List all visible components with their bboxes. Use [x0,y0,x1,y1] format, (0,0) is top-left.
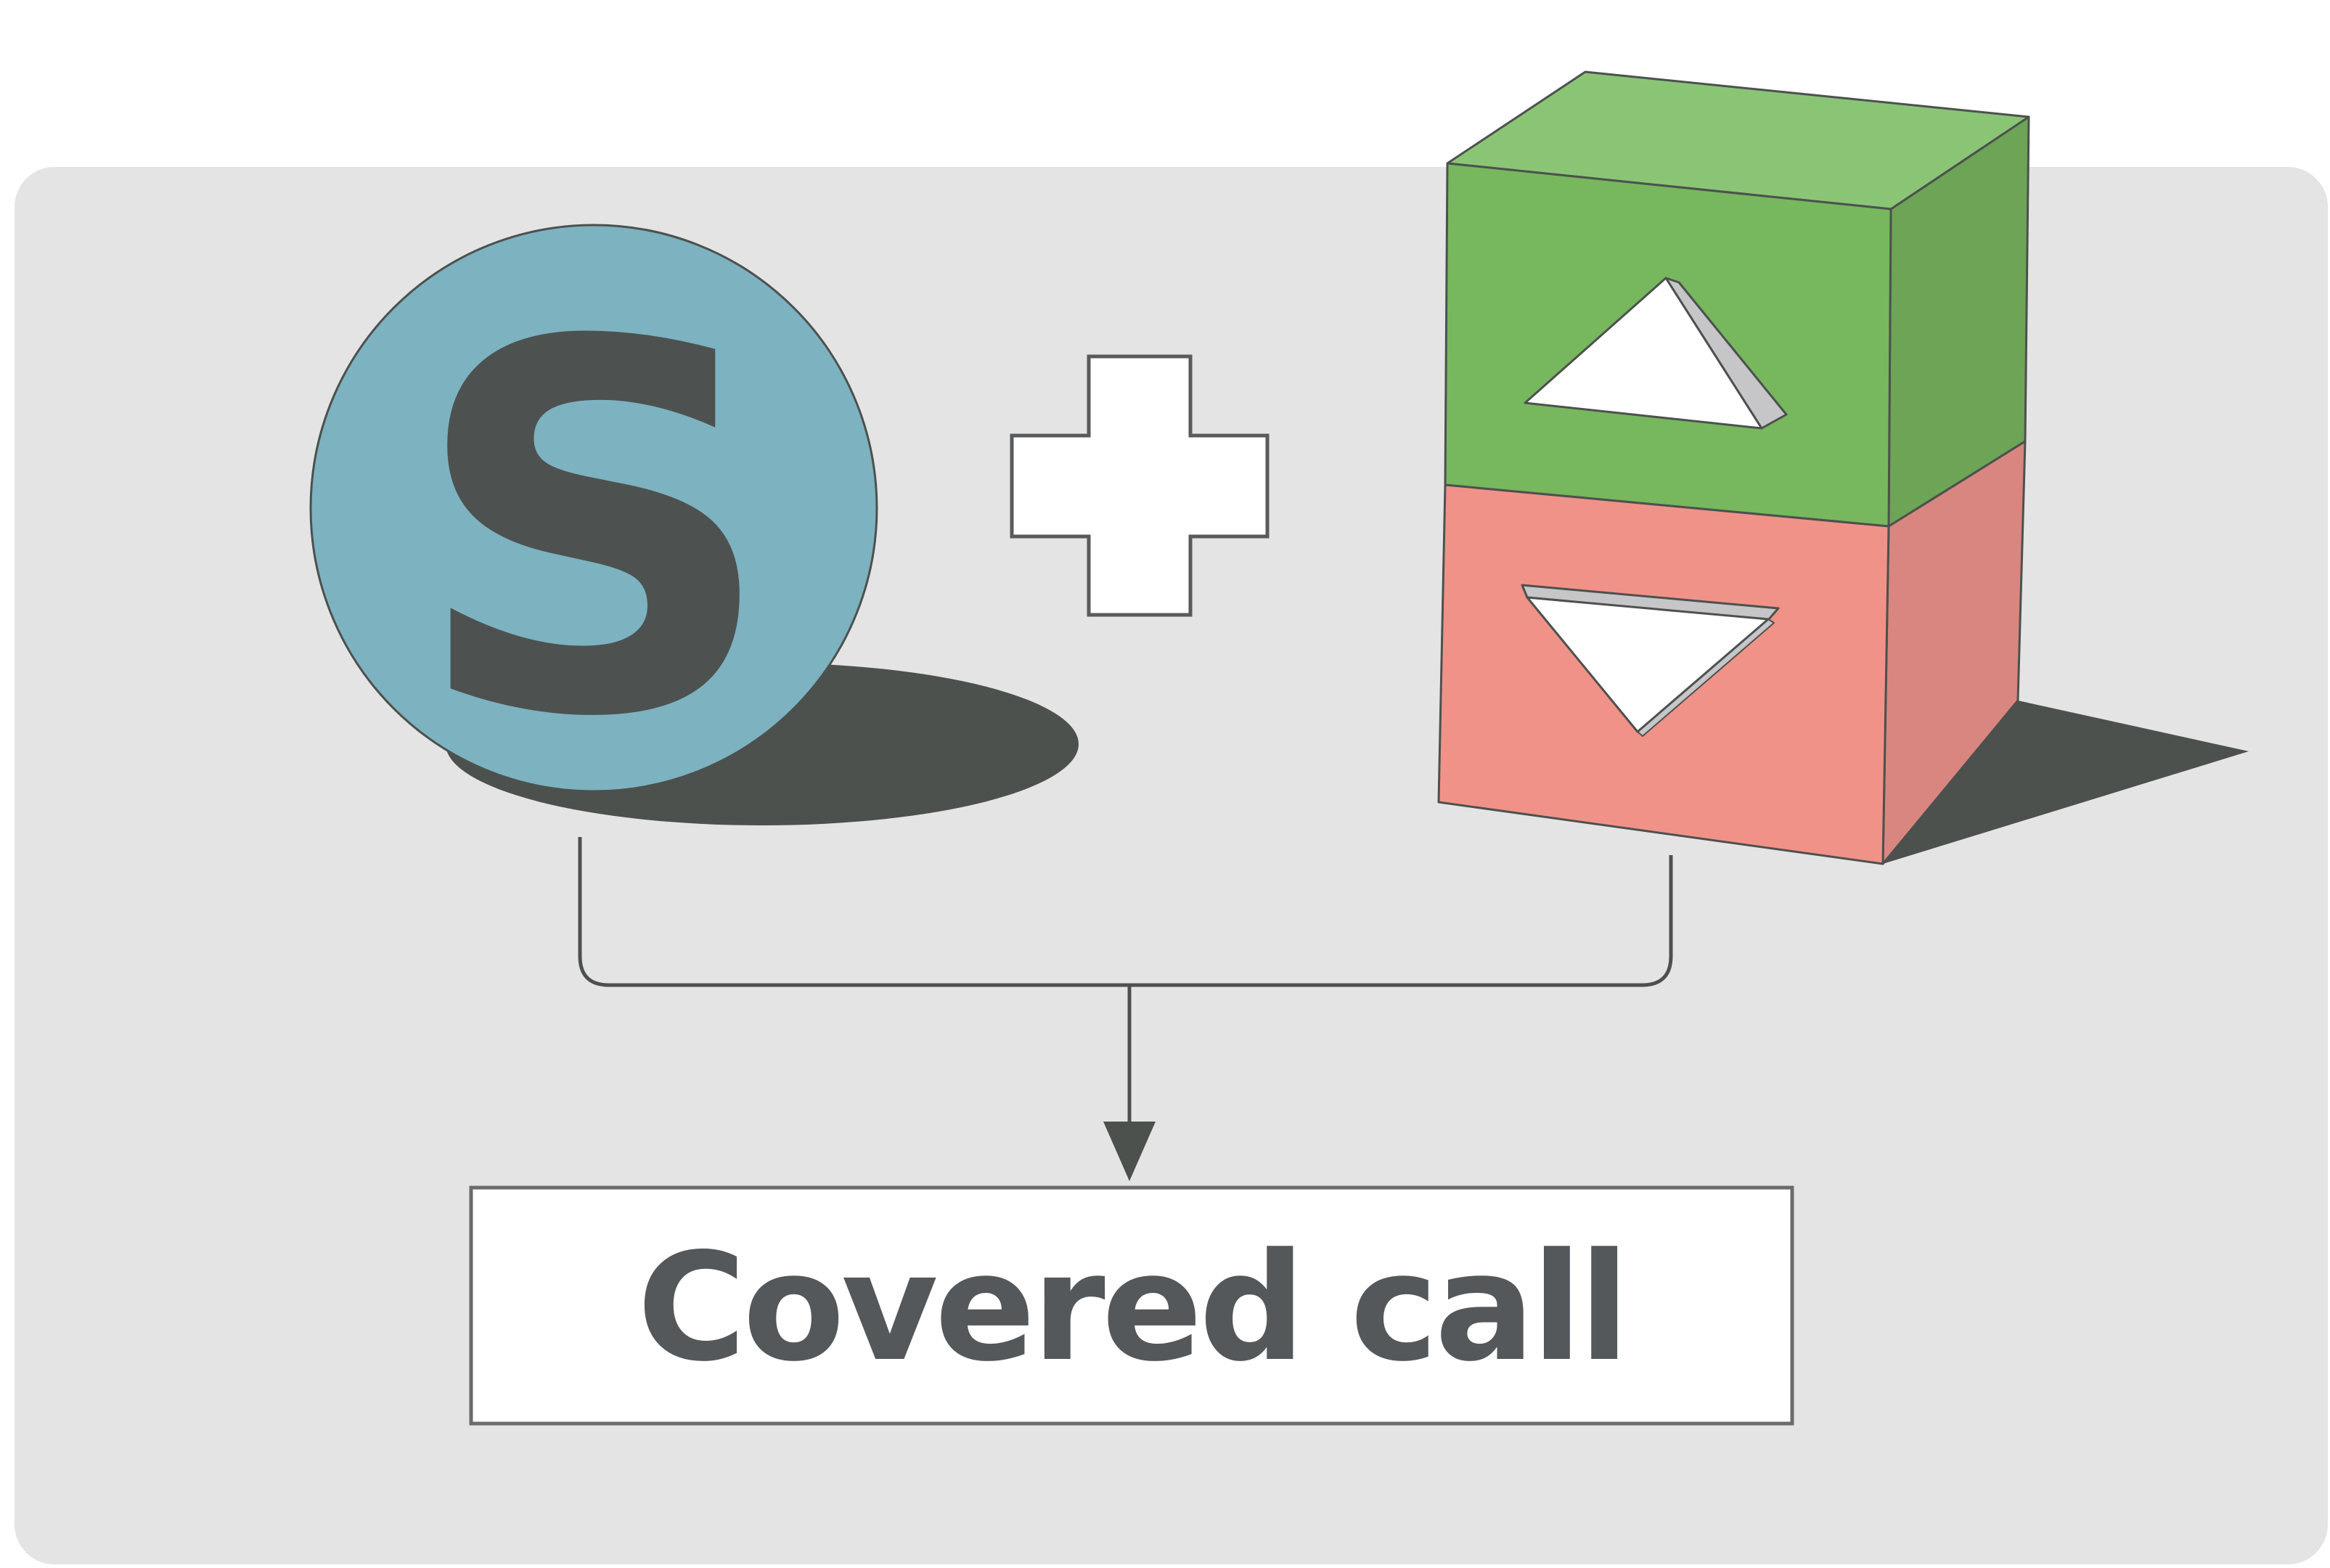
bracket-connector [578,837,1673,987]
box-shadow [1883,701,2249,864]
arrow-down-icon [1103,1122,1156,1181]
stock-circle [309,224,878,793]
triangle-down-icon [1521,584,1780,737]
result-box-frame [469,1185,1794,1426]
triangle-down-face [1526,596,1770,733]
result-box: Covered call [469,1185,1794,1426]
triangle-up-face [1524,277,1763,430]
stock-symbol: S [411,237,777,828]
triangle-up-icon [1524,277,1788,430]
plus-icon [1010,354,1270,617]
option-box [1437,70,2030,865]
result-label: Covered call [637,1222,1627,1395]
stock-sphere-icon: S [309,224,878,828]
